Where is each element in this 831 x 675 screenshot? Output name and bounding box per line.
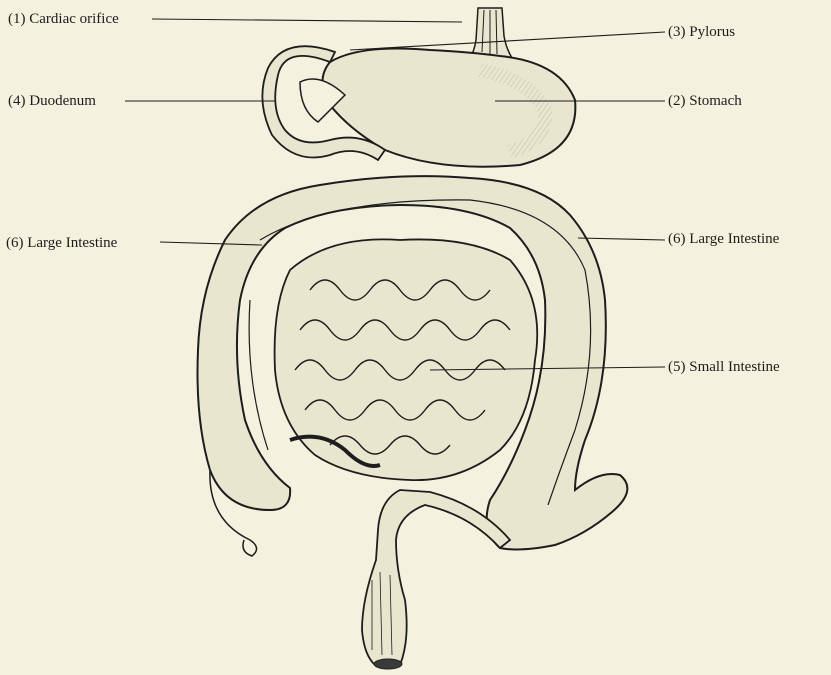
label-duodenum: (4) Duodenum	[8, 92, 96, 110]
small-intestine	[275, 239, 538, 480]
label-large-intestine-right: (6) Large Intestine	[668, 230, 779, 248]
label-small-intestine: (5) Small Intestine	[668, 358, 780, 376]
leader-large-intestine-right	[578, 238, 665, 240]
esophagus	[470, 8, 512, 58]
label-large-intestine-left: (6) Large Intestine	[6, 234, 117, 252]
label-stomach: (2) Stomach	[668, 92, 742, 110]
label-pylorus: (3) Pylorus	[668, 23, 735, 41]
leader-cardiac-orifice	[152, 19, 462, 22]
label-cardiac-orifice: (1) Cardiac orifice	[8, 10, 119, 28]
